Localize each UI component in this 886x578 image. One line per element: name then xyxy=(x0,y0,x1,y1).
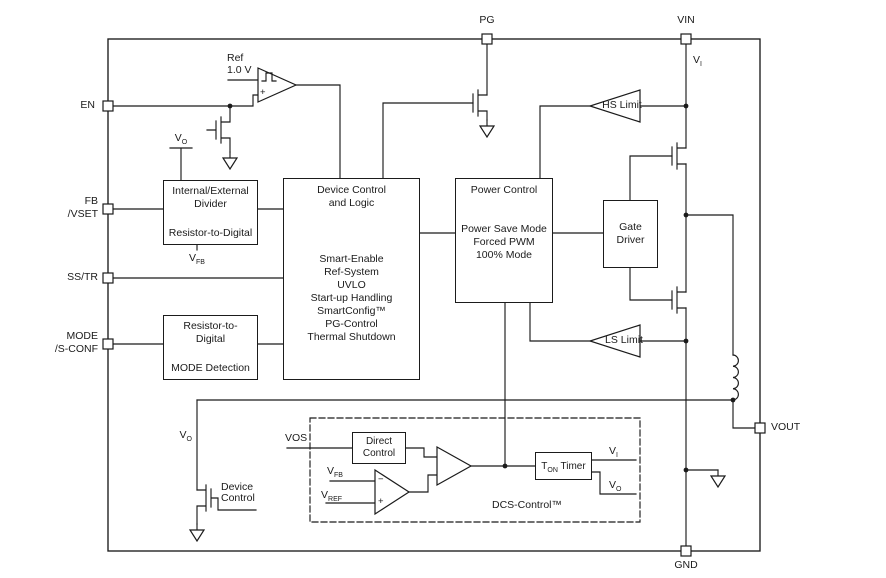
power-control-item: Power Save Mode xyxy=(461,223,547,235)
ground-icon-pg xyxy=(478,119,496,139)
power-control-modes: Power Save Mode Forced PWM 100% Mode xyxy=(456,223,552,262)
mosfet-icon-discharge xyxy=(196,484,257,525)
hs-limit-label: HS Limit xyxy=(602,99,642,111)
en-pin-label: EN xyxy=(80,99,95,111)
chip-boundary xyxy=(107,38,761,552)
divider-block: Internal/External Divider Resistor-to-Di… xyxy=(163,180,258,245)
vi-timer-label: VI xyxy=(609,445,618,460)
vfb-divider-label: VFB xyxy=(189,252,205,267)
comparator-icon-hs-limit xyxy=(588,89,641,123)
ground-icon-discharge xyxy=(188,523,206,543)
ls-limit-label: LS Limit xyxy=(605,334,643,346)
pin-vout xyxy=(754,422,766,434)
junction-dots xyxy=(227,103,736,473)
ground-icon-en xyxy=(221,151,239,171)
pin-ss-tr xyxy=(102,272,114,284)
power-control-item: 100% Mode xyxy=(475,249,533,261)
pg-pin-label: PG xyxy=(479,14,495,26)
en-comparator-plus: + xyxy=(260,87,266,98)
vos-net-label: VOS xyxy=(285,432,308,444)
vi-input-label: VI xyxy=(693,54,702,69)
vfb-dcs-label: VFB xyxy=(327,465,343,480)
pin-en xyxy=(102,100,114,112)
power-control-item: Forced PWM xyxy=(473,236,535,248)
mosfet-icon-en-pulldown xyxy=(206,105,231,153)
gnd-pin-label: GND xyxy=(674,559,698,571)
divider-line3: Resistor-to-Digital xyxy=(168,227,253,239)
device-control-item: UVLO xyxy=(337,279,366,291)
ground-icon-output xyxy=(709,469,727,489)
vref-dcs-label: VREF xyxy=(321,489,343,504)
divider-title: Internal/External Divider xyxy=(165,185,256,211)
vo-rail-label: VO xyxy=(179,429,192,444)
vo-timer-label: VO xyxy=(609,479,622,494)
comparator-icon-ls-limit xyxy=(588,324,641,358)
ss-tr-pin-label: SS/TR xyxy=(67,271,98,283)
device-control-item: Smart-Enable xyxy=(319,253,384,265)
dcs-comparator-plus: + xyxy=(378,496,384,507)
vo-supply-label: VO xyxy=(174,132,188,147)
pin-fb-vset xyxy=(102,203,114,215)
device-control-functions: Smart-Enable Ref-System UVLO Start-up Ha… xyxy=(284,253,419,344)
device-control-title: Device Control and Logic xyxy=(317,184,386,209)
mosfet-icon-high-side xyxy=(671,142,687,170)
pin-vin xyxy=(680,33,692,45)
gate-driver-block: Gate Driver xyxy=(603,200,658,268)
device-control-block: Device Control and Logic Smart-Enable Re… xyxy=(283,178,420,380)
divider-line2: Divider xyxy=(194,198,227,210)
comparator-icon-en xyxy=(257,67,298,103)
mode-detection-title: Resistor-to- Digital xyxy=(183,320,238,345)
comparator-icon-dcs xyxy=(374,468,411,516)
mode-detection-block: Resistor-to- Digital MODE Detection xyxy=(163,315,258,380)
dcs-control-dashed-box xyxy=(309,417,641,523)
mosfet-icon-low-side xyxy=(671,286,687,314)
amplifier-icon xyxy=(436,445,473,487)
inductor-icon xyxy=(732,354,739,401)
pin-pg xyxy=(481,33,493,45)
mode-detection-line3: MODE Detection xyxy=(171,362,250,374)
pin-mode-sconf xyxy=(102,338,114,350)
power-control-title: Power Control xyxy=(470,184,538,196)
mode-sconf-pin-label: MODE/S-CONF xyxy=(54,330,98,355)
device-control-item: PG-Control xyxy=(325,318,378,330)
device-control-item: Ref-System xyxy=(324,266,379,278)
wire-segments xyxy=(112,43,756,547)
vout-pin-label: VOUT xyxy=(771,421,801,433)
divider-line1: Internal/External xyxy=(172,185,249,197)
device-control-item: Start-up Handling xyxy=(310,292,393,304)
device-control-item: Thermal Shutdown xyxy=(307,331,396,343)
mosfet-icon-pg xyxy=(472,89,488,121)
pin-gnd xyxy=(680,545,692,557)
dcs-control-label: DCS-Control™ xyxy=(492,499,563,511)
fb-vset-pin-label: FB/VSET xyxy=(67,195,98,220)
power-control-block: Power Control Power Save Mode Forced PWM… xyxy=(455,178,553,303)
dcs-comparator-minus: − xyxy=(378,474,384,485)
hysteresis-icon xyxy=(261,72,277,82)
vin-pin-label: VIN xyxy=(677,14,695,26)
ton-timer-block: TON Timer xyxy=(535,452,592,480)
direct-control-block: Direct Control xyxy=(352,432,406,464)
device-control-item: SmartConfig™ xyxy=(317,305,386,317)
